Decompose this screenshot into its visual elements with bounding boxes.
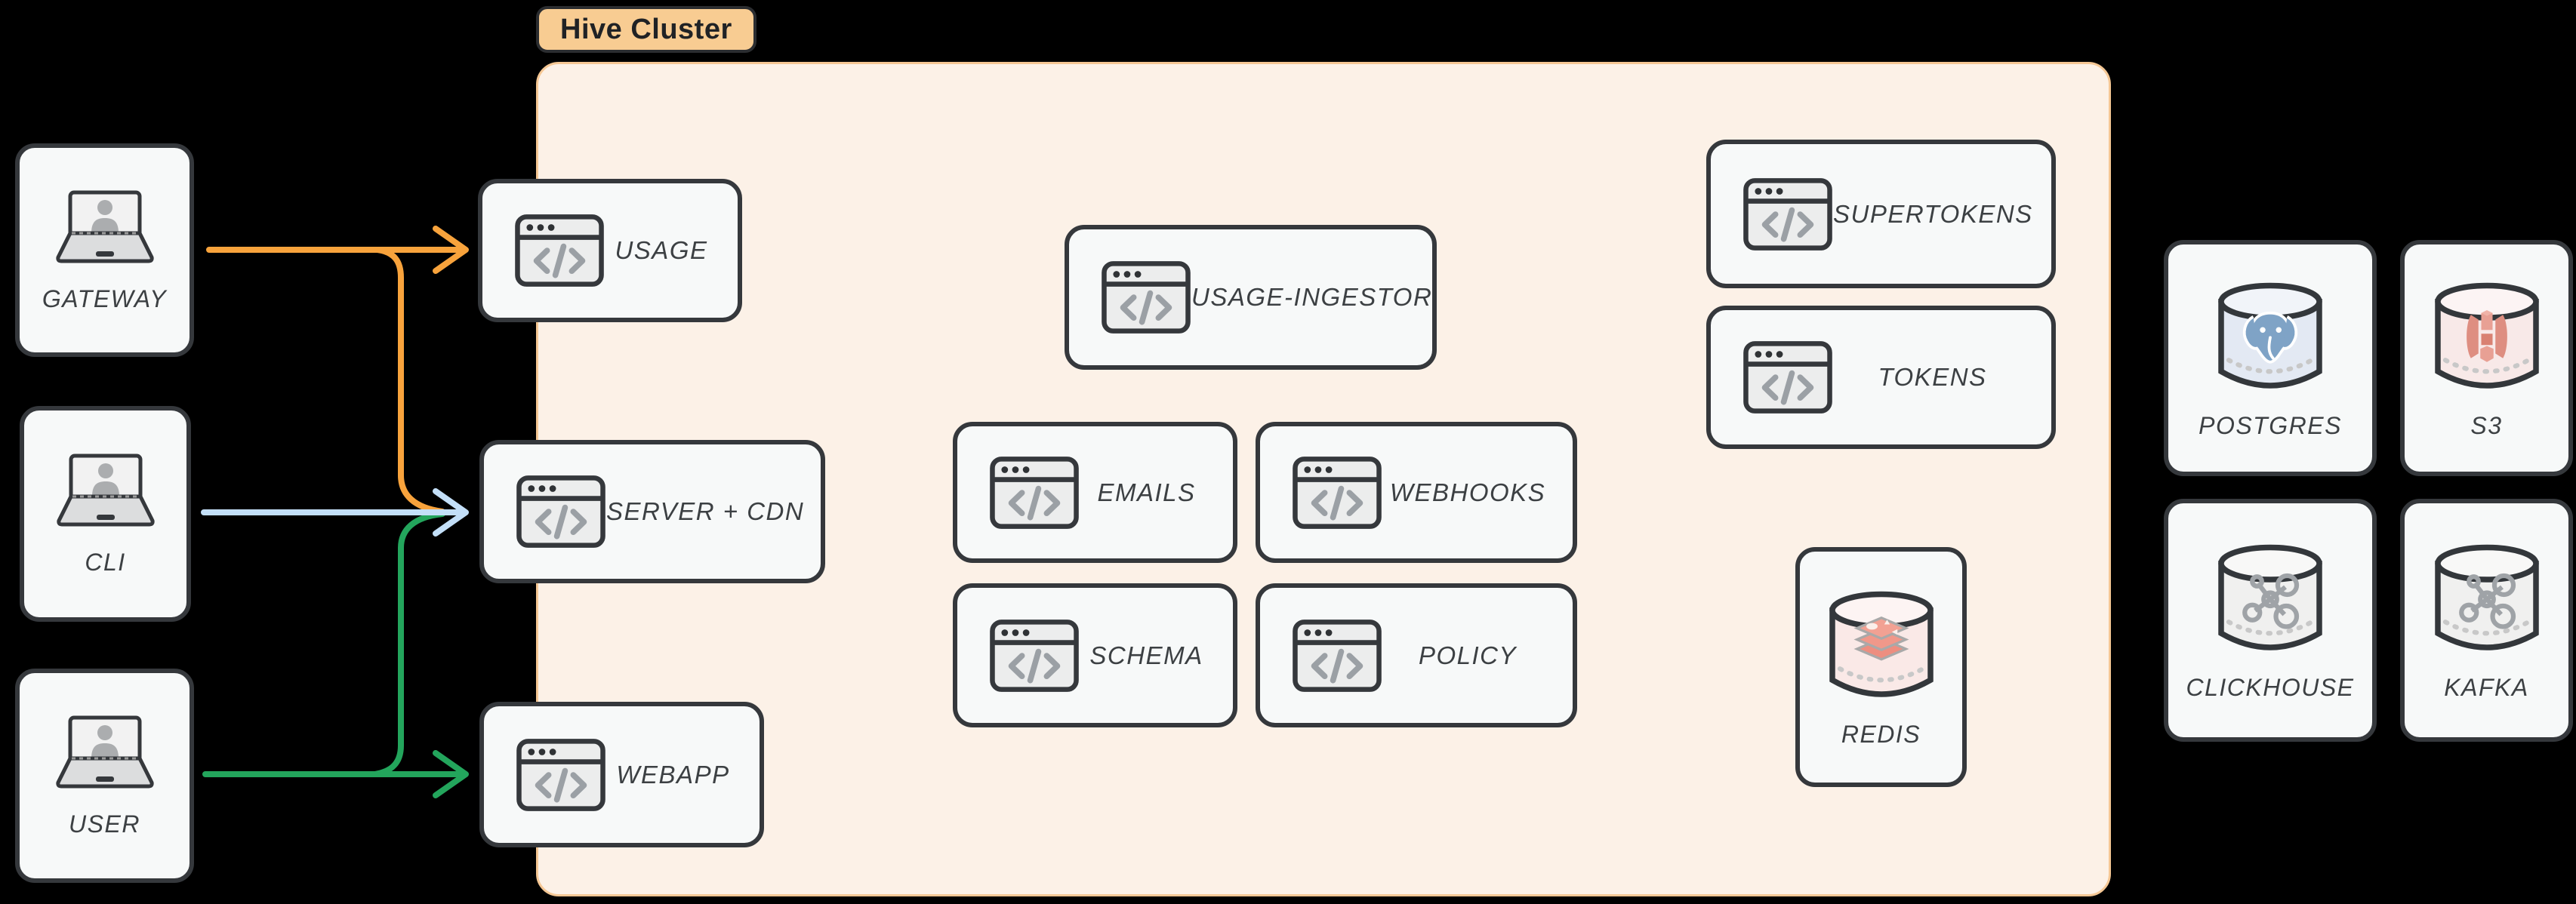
code-window-icon [1292,456,1382,530]
service-usage: USAGE [478,179,742,322]
code-window-icon [514,214,605,287]
service-redis-label: REDIS [1841,721,1921,748]
actor-gateway: GATEWAY [15,143,194,357]
service-tokens-label: TOKENS [1878,363,1987,391]
graph-database-icon [2214,539,2327,662]
datastore-postgres-label: POSTGRES [2199,411,2342,439]
actor-cli-label: CLI [85,549,126,576]
actor-cli: CLI [20,406,191,622]
service-usage-ingestor: USAGE-INGESTOR [1065,225,1437,370]
service-emails-label: EMAILS [1097,478,1196,506]
service-redis: REDIS [1795,547,1967,787]
code-window-icon [1742,177,1833,251]
code-window-icon [1292,619,1382,693]
datastore-clickhouse: CLICKHOUSE [2164,499,2377,742]
service-emails: EMAILS [953,422,1237,563]
service-tokens: TOKENS [1706,306,2056,449]
hive-cluster-label-pill: Hive Cluster [536,6,756,53]
laptop-user-icon [49,451,162,529]
edge-gateway-server-cdn [374,247,445,515]
service-usage-ingestor-label: USAGE-INGESTOR [1191,283,1433,311]
s3-database-icon [2430,277,2544,400]
edge-user-webapp [202,750,469,798]
edge-cli-server-cdn [201,488,469,537]
datastore-s3: S3 [2400,240,2573,476]
actor-gateway-label: GATEWAY [42,284,168,312]
service-supertokens: SUPERTOKENS [1706,140,2056,288]
code-window-icon [516,475,606,549]
service-webhooks: WEBHOOKS [1256,422,1577,563]
hive-cluster-label: Hive Cluster [560,13,732,45]
datastore-postgres: POSTGRES [2164,240,2377,476]
edge-user-server-cdn [372,511,445,777]
datastore-kafka: KAFKA [2400,499,2573,742]
actor-user: USER [15,669,194,883]
service-webapp: WEBAPP [479,702,764,847]
service-server-cdn: SERVER + CDN [479,440,825,583]
service-usage-label: USAGE [615,236,708,264]
code-window-icon [516,738,606,812]
code-window-icon [989,456,1080,530]
service-schema-label: SCHEMA [1089,641,1203,669]
datastore-s3-label: S3 [2470,411,2503,439]
laptop-user-icon [48,713,162,791]
laptop-user-icon [48,188,162,266]
graph-database-icon [2430,539,2544,662]
service-policy-label: POLICY [1418,641,1518,669]
service-schema: SCHEMA [953,583,1237,727]
redis-database-icon [1825,586,1938,709]
edge-gateway-usage [206,226,469,274]
code-window-icon [1742,340,1833,414]
code-window-icon [1101,260,1191,334]
postgres-database-icon [2214,277,2327,400]
service-webapp-label: WEBAPP [616,760,730,789]
service-webhooks-label: WEBHOOKS [1389,478,1546,506]
service-server-cdn-label: SERVER + CDN [606,497,805,525]
datastore-kafka-label: KAFKA [2444,674,2529,701]
datastore-clickhouse-label: CLICKHOUSE [2186,674,2355,701]
service-policy: POLICY [1256,583,1577,727]
actor-user-label: USER [69,810,140,838]
code-window-icon [989,619,1080,693]
service-supertokens-label: SUPERTOKENS [1833,199,2033,228]
